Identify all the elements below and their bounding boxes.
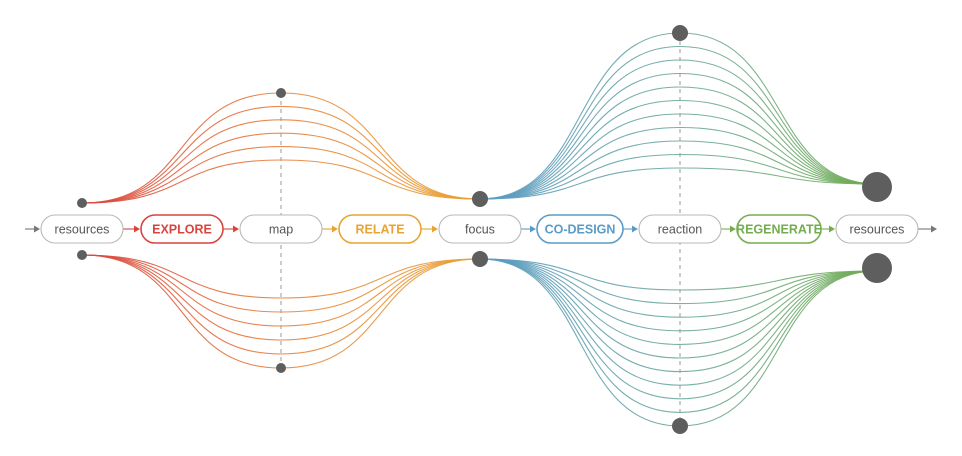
start-top-dot bbox=[77, 198, 87, 208]
node-pill bbox=[438, 214, 522, 244]
node-regenerate-7: REGENERATE bbox=[736, 214, 822, 244]
bundle-curve bbox=[479, 167, 878, 200]
reaction-bottom-dot bbox=[672, 418, 688, 434]
codesign-regenerate-upper-bundle bbox=[479, 32, 878, 200]
node-map-2: map bbox=[239, 214, 323, 244]
node-label: resources bbox=[850, 223, 905, 237]
flow-arrow-7 bbox=[821, 225, 835, 233]
node-label: CO-DESIGN bbox=[545, 223, 616, 237]
node-pill bbox=[736, 214, 822, 244]
node-pill bbox=[835, 214, 919, 244]
flow-arrow-2 bbox=[322, 225, 338, 233]
process-nodes: resources EXPLORE map RELATE focus CO-DESIGN r… bbox=[40, 214, 919, 244]
node-resources-0: resources bbox=[40, 214, 124, 244]
node-pill bbox=[40, 214, 124, 244]
flow-arrows bbox=[25, 225, 937, 233]
bundle-curve bbox=[479, 45, 878, 200]
node-pill bbox=[140, 214, 224, 244]
flow-arrow-6 bbox=[721, 225, 736, 233]
node-reaction-6: reaction bbox=[638, 214, 722, 244]
node-label: EXPLORE bbox=[152, 223, 212, 237]
bundle-curve bbox=[479, 153, 878, 200]
node-label: REGENERATE bbox=[736, 223, 822, 237]
bundle-curve bbox=[81, 146, 481, 204]
flow-arrow-5 bbox=[623, 225, 638, 233]
bundle-curve bbox=[479, 113, 878, 200]
focus-bottom-dot bbox=[472, 251, 488, 267]
flow-arrow-4 bbox=[521, 225, 536, 233]
bundle-curve bbox=[479, 258, 878, 332]
node-pill bbox=[536, 214, 624, 244]
map-bottom-dot bbox=[276, 363, 286, 373]
exit-arrow bbox=[918, 225, 937, 233]
bundle-curve bbox=[479, 258, 878, 400]
endpoint-dots bbox=[77, 25, 892, 434]
end-bottom-dot bbox=[862, 253, 892, 283]
end-top-dot bbox=[862, 172, 892, 202]
bundle-curve bbox=[81, 254, 481, 299]
bundle-curve bbox=[81, 105, 481, 204]
node-explore-1: EXPLORE bbox=[140, 214, 224, 244]
node-relate-3: RELATE bbox=[338, 214, 422, 244]
bundle-curve bbox=[81, 254, 481, 341]
bundle-curve bbox=[479, 258, 878, 345]
focus-top-dot bbox=[472, 191, 488, 207]
codesign-regenerate-lower-bundle bbox=[479, 258, 878, 427]
start-bottom-dot bbox=[77, 250, 87, 260]
node-label: reaction bbox=[658, 223, 703, 237]
reaction-top-dot bbox=[672, 25, 688, 41]
bundle-curve bbox=[479, 86, 878, 200]
flow-arrow-1 bbox=[223, 225, 239, 233]
bundle-curve bbox=[479, 126, 878, 200]
bundle-curve bbox=[479, 258, 878, 318]
flow-arrow-3 bbox=[421, 225, 438, 233]
bundle-curve bbox=[81, 254, 481, 355]
node-pill bbox=[338, 214, 422, 244]
node-focus-4: focus bbox=[438, 214, 522, 244]
entry-arrow bbox=[25, 225, 40, 233]
node-resources-8: resources bbox=[835, 214, 919, 244]
node-co-design-5: CO-DESIGN bbox=[536, 214, 624, 244]
bundle-curve bbox=[479, 258, 878, 359]
bundle-curve bbox=[479, 99, 878, 200]
node-pill bbox=[239, 214, 323, 244]
node-pill bbox=[638, 214, 722, 244]
bundle-curve bbox=[81, 254, 481, 327]
node-label: focus bbox=[465, 223, 495, 237]
node-label: RELATE bbox=[355, 223, 404, 237]
node-label: map bbox=[269, 223, 293, 237]
flow-arrow-0 bbox=[123, 225, 140, 233]
bundle-curve bbox=[479, 258, 878, 305]
node-label: resources bbox=[55, 223, 110, 237]
map-top-dot bbox=[276, 88, 286, 98]
